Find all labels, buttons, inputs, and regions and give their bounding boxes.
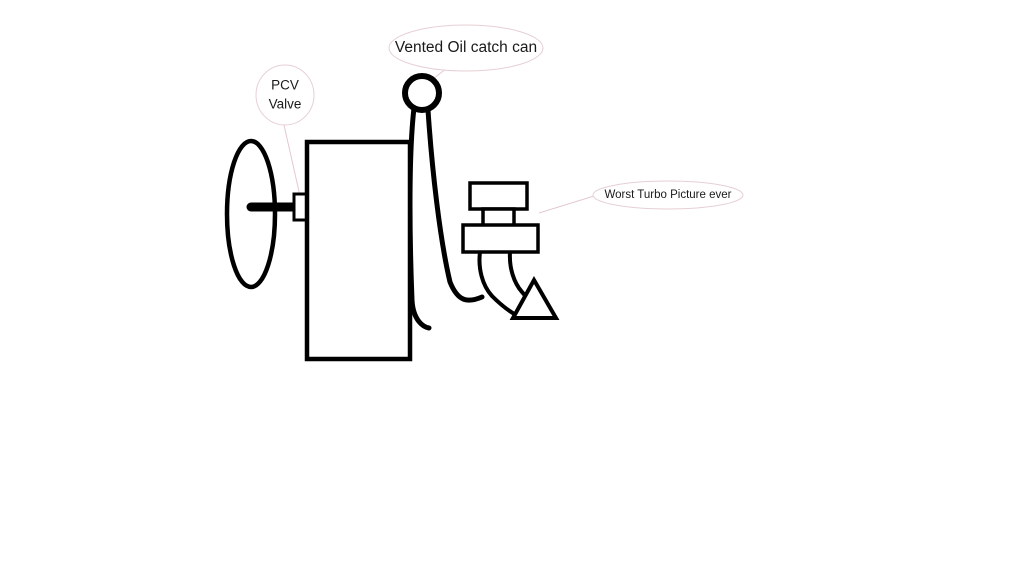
callout-label-worst-turbo-picture-ever: Worst Turbo Picture ever xyxy=(605,189,732,201)
parts-group xyxy=(224,73,560,362)
callout-bubble-pcv-valve xyxy=(255,64,315,126)
turbo-impeller xyxy=(509,275,560,320)
callout-worst-turbo-picture-ever[interactable]: Worst Turbo Picture ever xyxy=(592,180,744,210)
callout-label-vented-oil-catch-can: Vented Oil catch can xyxy=(395,39,537,56)
turbo-drain-hose xyxy=(477,250,520,318)
turbo-upper-housing xyxy=(468,181,529,211)
leader-line-pcv-valve xyxy=(283,124,301,197)
turbo-lower-housing xyxy=(461,223,540,254)
callout-bubble-worst-turbo-picture-ever xyxy=(592,180,744,210)
catch-can-drain-hose xyxy=(407,105,432,331)
leader-line-worst-turbo-picture-ever xyxy=(538,195,595,214)
callout-vented-oil-catch-can[interactable]: Vented Oil catch can xyxy=(388,24,544,72)
catch-can xyxy=(402,73,442,113)
pulley-wheel xyxy=(224,138,278,290)
catch-can-breather-hose xyxy=(425,107,485,303)
engine-block xyxy=(304,139,413,362)
callout-bubble-vented-oil-catch-can xyxy=(388,24,544,72)
